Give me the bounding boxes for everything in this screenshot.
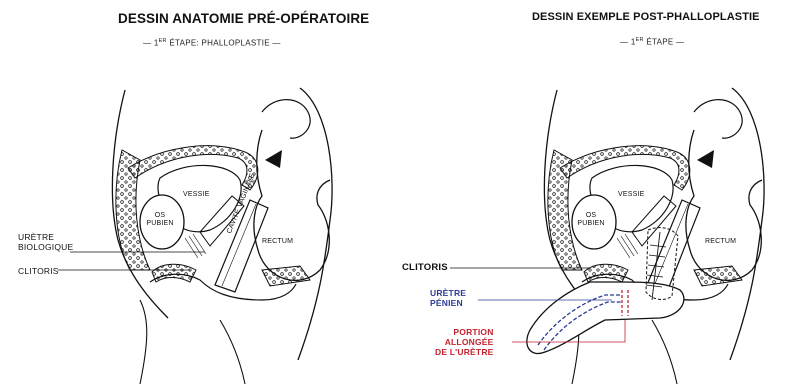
- label-vessie-right: VESSIE: [618, 191, 645, 199]
- label-clitoris-left: CLITORIS: [18, 266, 59, 276]
- left-pelvis-drawing: [112, 88, 332, 384]
- right-pelvis-drawing: [544, 88, 764, 384]
- label-rectum-right: RECTUM: [705, 238, 736, 246]
- label-clitoris-right: CLITORIS: [402, 263, 448, 273]
- label-rectum-left: RECTUM: [262, 238, 293, 246]
- label-vessie-left: VESSIE: [183, 191, 210, 199]
